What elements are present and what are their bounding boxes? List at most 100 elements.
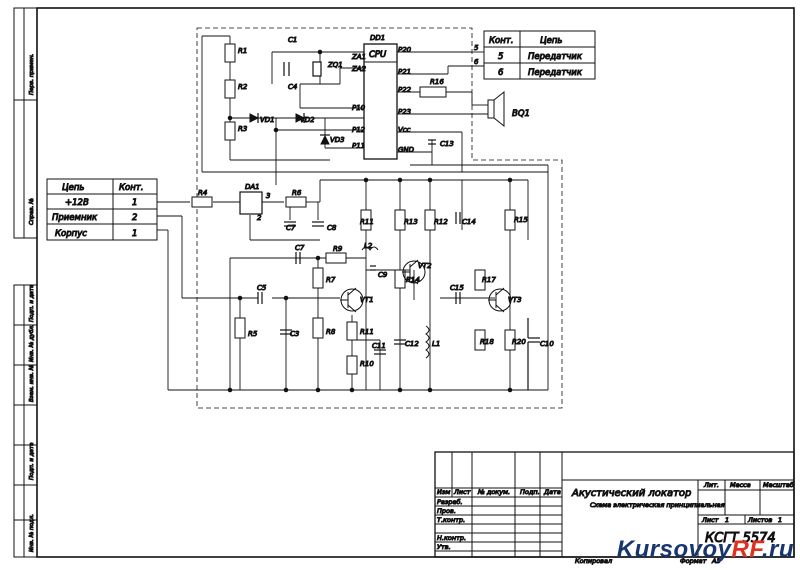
svg-text:3: 3 bbox=[266, 192, 270, 200]
svg-text:Справ. №: Справ. № bbox=[29, 198, 35, 225]
junctions bbox=[227, 49, 513, 393]
svg-text:Передатчик: Передатчик bbox=[528, 68, 583, 78]
connector-table-top: Конт. Цепь 5 Передатчик 6 Передатчик bbox=[483, 30, 596, 80]
da1-block: DA1 bbox=[239, 183, 263, 215]
svg-text:ZA2: ZA2 bbox=[351, 65, 367, 73]
svg-text:P11: P11 bbox=[352, 142, 365, 150]
svg-text:C1: C1 bbox=[288, 36, 297, 44]
svg-text:Корпус: Корпус bbox=[55, 229, 87, 239]
svg-text:VD1: VD1 bbox=[260, 116, 275, 124]
svg-text:Лист: Лист bbox=[453, 488, 471, 496]
svg-text:Перв. примен.: Перв. примен. bbox=[29, 53, 35, 95]
resistors-top bbox=[224, 43, 447, 141]
svg-text:Схема электрическая принципиал: Схема электрическая принципиальная bbox=[590, 501, 725, 509]
svg-text:R11: R11 bbox=[360, 328, 374, 336]
title-block-text: Акустический локатор Схема электрическая… bbox=[437, 481, 795, 566]
svg-text:R14: R14 bbox=[406, 276, 420, 284]
svg-text:C14: C14 bbox=[462, 218, 476, 226]
svg-text:R7: R7 bbox=[326, 276, 336, 284]
svg-text:А3: А3 bbox=[711, 557, 721, 565]
svg-text:Изм: Изм bbox=[437, 488, 450, 496]
svg-text:5: 5 bbox=[474, 44, 479, 52]
connector-table-left: Цепь Конт. +12В 1 Приемник 2 Корпус 1 bbox=[46, 178, 158, 241]
diodes bbox=[249, 113, 330, 145]
svg-text:C9: C9 bbox=[378, 271, 388, 279]
svg-text:1: 1 bbox=[778, 516, 782, 524]
cpu-chip: DD1 CPU ZA1 ZA2 P10 P12 P11 P20 P21 P22 … bbox=[351, 34, 415, 160]
svg-text:Подп. и дата: Подп. и дата bbox=[29, 284, 35, 322]
svg-text:L1: L1 bbox=[432, 340, 440, 348]
svg-text:R5: R5 bbox=[248, 330, 258, 338]
svg-text:Конт.: Конт. bbox=[489, 36, 513, 46]
svg-text:R9: R9 bbox=[333, 245, 343, 253]
svg-text:Vcc: Vcc bbox=[398, 126, 411, 134]
svg-text:1: 1 bbox=[725, 516, 729, 524]
svg-text:C7: C7 bbox=[295, 244, 305, 252]
svg-text:Масштаб: Масштаб bbox=[763, 481, 794, 489]
svg-text:Цепь: Цепь bbox=[62, 183, 84, 193]
svg-text:Взам. инв. №: Взам. инв. № bbox=[29, 364, 35, 402]
svg-text:5: 5 bbox=[498, 52, 503, 62]
svg-text:Разраб.: Разраб. bbox=[437, 498, 463, 506]
svg-text:2: 2 bbox=[257, 214, 262, 222]
svg-text:C11: C11 bbox=[372, 342, 386, 350]
capacitors-top bbox=[283, 61, 436, 145]
svg-text:C5: C5 bbox=[257, 284, 267, 292]
svg-text:R10: R10 bbox=[360, 360, 374, 368]
svg-text:DD1: DD1 bbox=[370, 34, 385, 42]
side-strip-labels: Перв. примен. Справ. № Подп. и дата Инв.… bbox=[29, 53, 36, 553]
svg-text:P23: P23 bbox=[398, 108, 411, 116]
svg-text:Н.контр.: Н.контр. bbox=[437, 534, 466, 542]
svg-text:Инв. № подл.: Инв. № подл. bbox=[29, 514, 35, 552]
pin-numbers: 5 6 3 2 bbox=[257, 44, 480, 223]
svg-text:Подп.: Подп. bbox=[520, 488, 540, 496]
svg-text:R15: R15 bbox=[514, 216, 528, 224]
svg-text:VT1: VT1 bbox=[360, 296, 374, 304]
inductors bbox=[361, 246, 430, 359]
svg-text:Пров.: Пров. bbox=[437, 507, 456, 515]
svg-text:Лист: Лист bbox=[701, 516, 719, 524]
svg-text:C8: C8 bbox=[327, 224, 337, 232]
svg-text:R8: R8 bbox=[326, 328, 336, 336]
speaker-bq1: BQ1 bbox=[487, 90, 530, 128]
svg-text:Инв. № дубл.: Инв. № дубл. bbox=[29, 324, 35, 362]
svg-text:Конт.: Конт. bbox=[119, 183, 143, 193]
svg-text:Акустический локатор: Акустический локатор bbox=[571, 488, 691, 499]
svg-text:R6: R6 bbox=[292, 189, 302, 197]
watermark: KursovoyRF.ru bbox=[617, 536, 794, 564]
svg-text:+12В: +12В bbox=[65, 198, 89, 208]
svg-text:6: 6 bbox=[474, 58, 479, 66]
resistors-middle bbox=[191, 196, 516, 375]
svg-text:Т.контр.: Т.контр. bbox=[437, 516, 465, 524]
svg-text:R13: R13 bbox=[404, 218, 418, 226]
svg-text:R20: R20 bbox=[512, 338, 526, 346]
svg-text:R4: R4 bbox=[198, 189, 207, 197]
svg-text:Дата: Дата bbox=[543, 488, 561, 496]
svg-text:Передатчик: Передатчик bbox=[528, 52, 583, 62]
svg-text:C7: C7 bbox=[286, 224, 296, 232]
svg-text:КСГТ 5574: КСГТ 5574 bbox=[705, 531, 776, 546]
svg-text:Приемник: Приемник bbox=[52, 213, 98, 223]
svg-text:R16: R16 bbox=[430, 78, 444, 86]
transistors bbox=[340, 259, 512, 313]
svg-text:C10: C10 bbox=[540, 340, 554, 348]
svg-text:DA1: DA1 bbox=[245, 183, 260, 191]
svg-text:C4: C4 bbox=[288, 83, 297, 91]
svg-text:P21: P21 bbox=[398, 68, 411, 76]
svg-text:P20: P20 bbox=[398, 46, 412, 54]
svg-text:C13: C13 bbox=[440, 140, 454, 148]
dashed-boundary bbox=[196, 27, 563, 409]
svg-text:R1: R1 bbox=[238, 47, 247, 55]
svg-text:L2: L2 bbox=[364, 242, 373, 250]
svg-text:№ докум.: № докум. bbox=[477, 488, 510, 496]
svg-text:C15: C15 bbox=[450, 284, 464, 292]
svg-text:2: 2 bbox=[132, 213, 137, 223]
svg-text:R17: R17 bbox=[482, 276, 496, 284]
watermark-accent: RF bbox=[731, 536, 762, 563]
svg-text:Утв.: Утв. bbox=[437, 543, 451, 551]
drawing-frame bbox=[13, 7, 795, 558]
svg-text:C3: C3 bbox=[290, 330, 299, 338]
svg-text:Подп. и дата: Подп. и дата bbox=[29, 442, 35, 480]
svg-text:R11: R11 bbox=[360, 218, 374, 226]
